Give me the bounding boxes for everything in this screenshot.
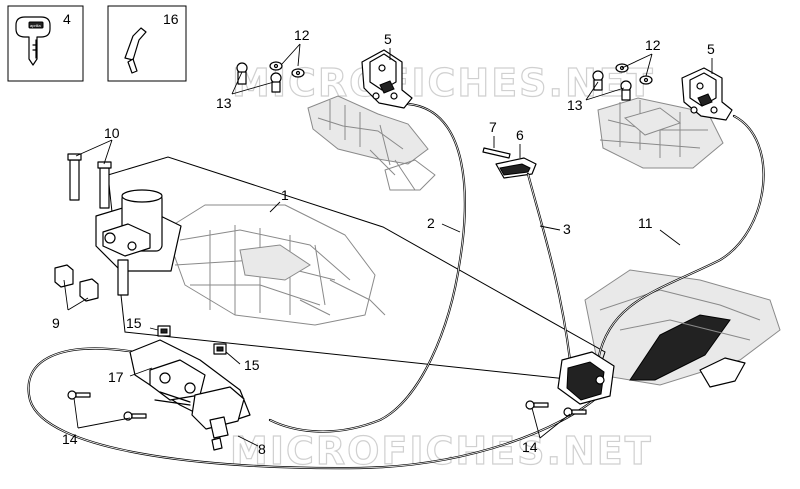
screws-14-left — [67, 390, 147, 421]
callout-11: 11 — [638, 215, 653, 231]
cable-loop-lower — [27, 347, 602, 470]
cable-holder-6 — [495, 157, 537, 179]
frame-section-top-right — [597, 97, 724, 169]
key-brand-text: aprilia — [30, 23, 41, 28]
callout-14-right: 14 — [522, 439, 538, 455]
seat-lock-latch-left — [361, 49, 413, 109]
callout-16: 16 — [163, 11, 179, 27]
frame-section-rear-fender — [584, 269, 781, 388]
callout-15-lower: 15 — [244, 357, 260, 373]
callout-4: 4 — [63, 11, 71, 27]
rear-lock-actuator — [557, 351, 615, 405]
key-icon: aprilia — [15, 16, 51, 66]
callout-2: 2 — [427, 215, 435, 231]
frame-section-top-middle — [307, 95, 436, 191]
bolt-10-pair — [67, 153, 112, 209]
callout-12-right: 12 — [645, 37, 661, 53]
callout-14-left: 14 — [62, 431, 78, 447]
callout-5-left: 5 — [384, 31, 392, 47]
hex-key-tool-icon — [124, 27, 147, 74]
key-box: aprilia 4 — [7, 5, 84, 82]
callout-7: 7 — [489, 119, 497, 135]
callout-1: 1 — [281, 187, 289, 203]
leader-lines — [63, 43, 713, 447]
callout-13-right: 13 — [567, 97, 583, 113]
seat-lock-latch-right — [681, 67, 733, 121]
cable-3 — [526, 172, 572, 362]
seat-lock-17-assembly — [129, 339, 251, 451]
clip-15-lower — [213, 343, 227, 355]
callout-9: 9 — [52, 315, 60, 331]
frame-section-middle — [164, 204, 386, 326]
pin-7 — [482, 147, 511, 159]
callout-5-right: 5 — [707, 41, 715, 57]
cable-2 — [268, 102, 466, 433]
callout-6: 6 — [516, 127, 524, 143]
watermark-top: MICROFICHES.NET — [232, 61, 655, 105]
screws-14-right — [525, 400, 587, 417]
callout-8: 8 — [258, 441, 266, 457]
callout-17: 17 — [108, 369, 124, 385]
cable-11 — [596, 114, 765, 362]
callout-13-left: 13 — [216, 95, 232, 111]
callout-3: 3 — [563, 221, 571, 237]
tool-box: 16 — [107, 5, 187, 82]
ignition-lock-assembly — [95, 189, 182, 296]
nut-9-pair — [54, 264, 99, 302]
assembly-outline-1 — [107, 156, 606, 383]
callout-10: 10 — [104, 125, 120, 141]
clip-15-upper — [157, 325, 171, 337]
callout-12-left: 12 — [294, 27, 310, 43]
watermark-bottom: MICROFICHES.NET — [230, 429, 653, 473]
callout-15-upper: 15 — [126, 315, 142, 331]
